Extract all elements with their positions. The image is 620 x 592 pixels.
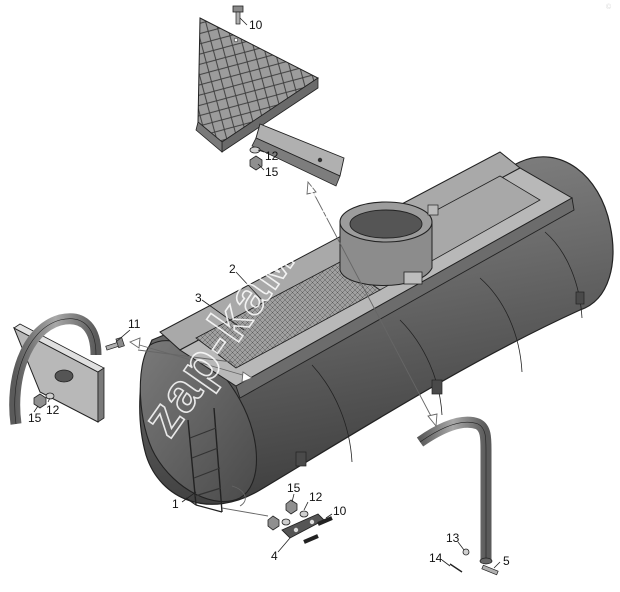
assembly-arrows (129, 180, 438, 517)
right-pipe (416, 416, 493, 565)
leader-lines (33, 17, 501, 569)
clip-13 (462, 548, 470, 556)
bolt-11 (105, 336, 125, 351)
filler-neck (339, 201, 439, 286)
callout-10-top: 10 (249, 18, 263, 32)
nut-15-top (249, 155, 263, 171)
callout-12-bottom: 12 (309, 490, 323, 504)
callout-15-left: 15 (28, 411, 42, 425)
callout-1: 1 (172, 497, 179, 511)
callout-5: 5 (503, 554, 510, 568)
callout-14: 14 (429, 551, 443, 565)
corner-mark: © (606, 3, 612, 11)
callout-12-top: 12 (265, 149, 279, 163)
callout-labels: 10 12 15 2 3 11 12 15 1 15 12 10 4 13 14… (28, 18, 510, 568)
pin-14 (449, 563, 463, 573)
callout-2: 2 (229, 262, 236, 276)
nut-15-left (33, 393, 47, 409)
callout-4: 4 (271, 549, 278, 563)
bolt-5 (481, 564, 499, 576)
callout-12-left: 12 (46, 403, 60, 417)
callout-3: 3 (195, 291, 202, 305)
bottom-fasteners (267, 499, 333, 544)
tread-plate (195, 17, 345, 187)
bolt-10-top (232, 5, 244, 25)
callout-13: 13 (446, 531, 460, 545)
left-pipe-assembly (9, 313, 105, 425)
callout-15-top: 15 (265, 165, 279, 179)
callout-11: 11 (128, 317, 141, 331)
washer-12-left (45, 392, 55, 400)
callout-15-bottom: 15 (287, 481, 301, 495)
callout-10-bottom: 10 (333, 504, 347, 518)
ladder (185, 407, 223, 513)
washer-12-top (249, 146, 261, 154)
bracket-4 (281, 513, 325, 539)
